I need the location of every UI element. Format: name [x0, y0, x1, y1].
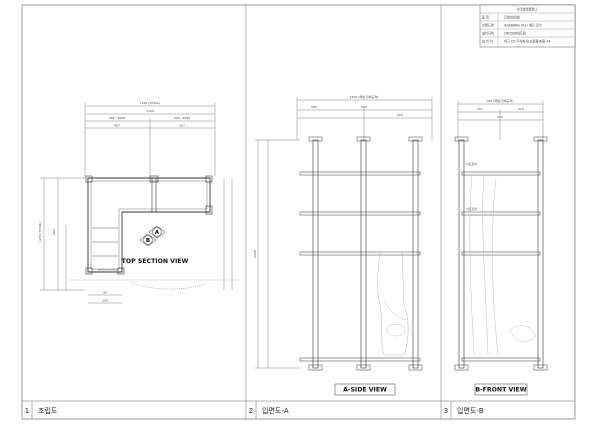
dim-label: 1250 (TOTAL)	[38, 222, 42, 242]
title-row-label: 브랜드명	[482, 23, 494, 28]
footer-title: 조립도	[38, 407, 58, 415]
dim-label: 507	[179, 124, 185, 128]
footer-num: 3	[444, 407, 448, 415]
title-header: 아가방앤컴퍼니	[517, 7, 538, 12]
dim-label: 407	[114, 124, 120, 128]
dim-label: 251	[477, 107, 483, 111]
dim-label: 420 (패널 전체규격)	[487, 98, 514, 103]
marker-b-label: B	[146, 238, 150, 244]
title-row-label: 설 치 처	[482, 39, 493, 44]
b-front-view	[454, 101, 548, 371]
dim-label: 1630 (패널 전체규격)	[350, 94, 378, 99]
view-label-top: TOP SECTION VIEW	[122, 258, 189, 265]
title-row-value: AGABANG ALL/ 에뜨 조이	[504, 23, 542, 28]
dim-label: 1100	[146, 109, 154, 113]
footer-title: 입면도-B	[457, 406, 484, 415]
view-label-a-side: A-SIDE VIEW	[343, 387, 387, 394]
marker-a-label: A	[155, 230, 160, 236]
callout-label: 서포트바	[466, 206, 477, 211]
top-section-view	[40, 103, 240, 304]
view-label-b-front: B-FRONT VIEW	[475, 387, 526, 394]
dim-label: 290	[102, 299, 108, 303]
dim-label: 594	[361, 105, 367, 109]
title-block: 아가방앤컴퍼니 품 목 진열대/판넬 브랜드명 AGABANG ALL/ 에뜨 …	[479, 4, 576, 48]
title-row-label: 설치지역	[482, 31, 494, 36]
title-row-label: 품 목	[482, 16, 489, 20]
a-side-view	[255, 97, 433, 371]
dim-label: 210	[518, 107, 524, 111]
dim-label: 2200	[253, 250, 257, 258]
dim-label: 620 / 4550	[174, 116, 190, 120]
dim-label: 1300 (TOTAL)	[140, 101, 160, 105]
view-marker-b: B	[139, 233, 157, 247]
view-marker-a: A	[148, 225, 166, 239]
title-row-value: CRCD/현대도원	[504, 31, 526, 36]
callout-label: 서포트바	[466, 161, 477, 166]
dim-label: 421	[497, 115, 503, 119]
dim-label: 80	[103, 291, 107, 295]
dim-label: 580	[311, 105, 317, 109]
dim-label: 600	[397, 113, 403, 117]
drawing-border	[21, 4, 576, 420]
title-row-value: 대구 CD 주식회사(쇼핑몰)매장-4F	[504, 39, 551, 44]
dim-label: 900	[52, 229, 56, 235]
title-row-value: 진열대/판넬	[504, 15, 520, 20]
footer-num: 1	[25, 407, 29, 415]
footer-title: 입면도-A	[262, 406, 289, 415]
footer-num: 2	[249, 407, 253, 415]
dim-label: 550 / 4600	[109, 116, 125, 120]
